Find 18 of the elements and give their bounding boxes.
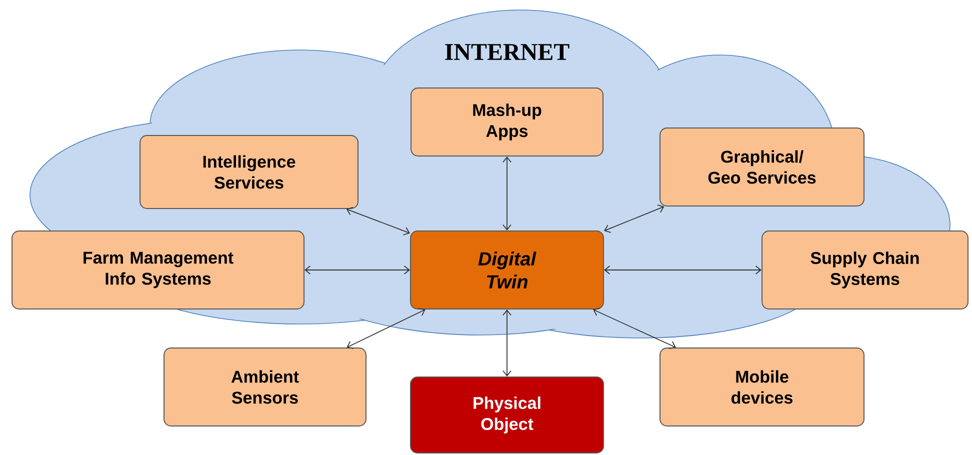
arrow xyxy=(304,266,410,274)
system-box: Supply Chain Systems xyxy=(762,230,968,310)
hub-box: Digital Twin xyxy=(410,230,604,310)
system-box: Intelligence Services xyxy=(140,135,358,209)
arrow xyxy=(604,204,664,233)
system-box: Graphical/ Geo Services xyxy=(660,128,864,206)
system-box: Mobile devices xyxy=(660,348,864,426)
system-box: Ambient Sensors xyxy=(164,348,366,426)
system-box: Mash-up Apps xyxy=(410,88,604,156)
object-box: Physical Object xyxy=(410,376,604,454)
arrow xyxy=(604,266,762,274)
arrow xyxy=(502,310,512,376)
system-box: Farm Management Info Systems xyxy=(12,230,304,310)
arrow xyxy=(346,206,410,236)
node-label: INTERNET xyxy=(445,44,570,60)
arrow xyxy=(593,308,676,350)
arrow xyxy=(502,156,512,230)
arrow xyxy=(346,308,426,350)
